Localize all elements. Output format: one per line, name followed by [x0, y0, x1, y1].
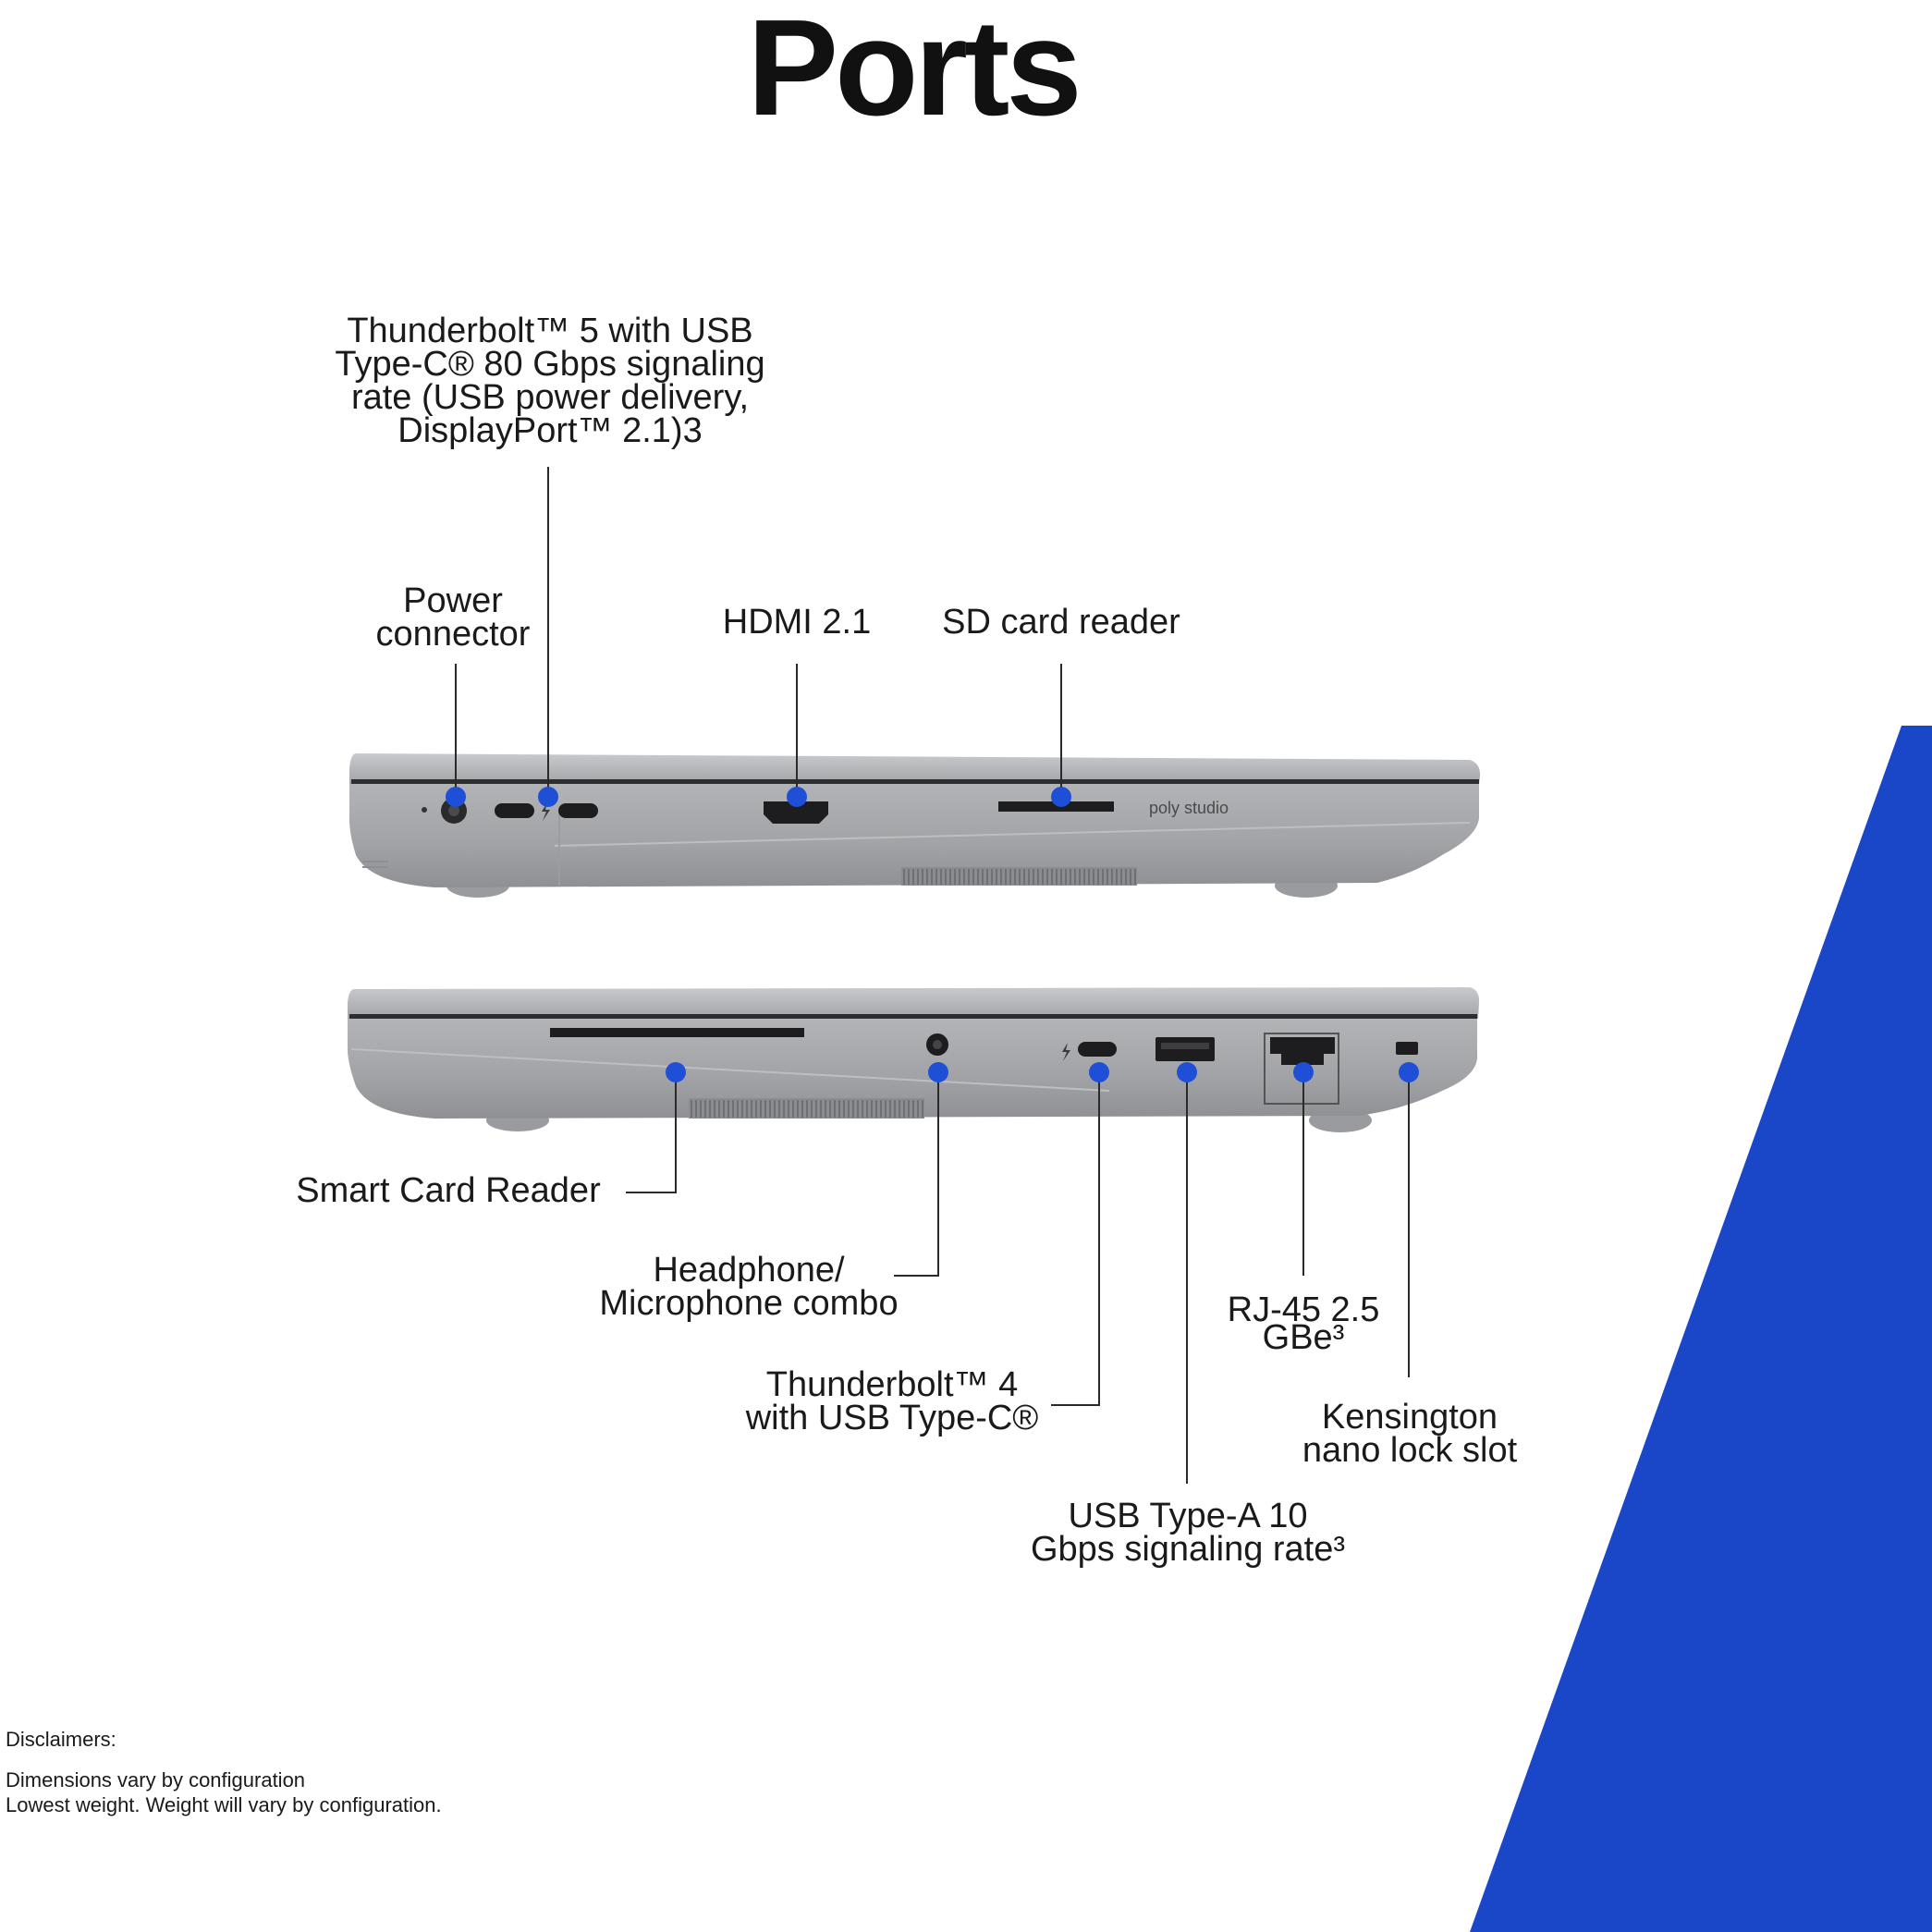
marker-kensington	[1399, 1062, 1419, 1082]
label-smart-card-reader: Smart Card Reader	[296, 1171, 601, 1210]
lid-seam	[351, 779, 1479, 784]
accent-triangle	[1470, 726, 1932, 1932]
vent-grille	[901, 867, 1137, 886]
label-thunderbolt5: Thunderbolt™ 5 with USB Type-C® 80 Gbps …	[335, 312, 765, 450]
leader-line-smart-card	[626, 1072, 677, 1193]
usb-c-port	[558, 803, 598, 818]
power-jack	[448, 805, 459, 816]
thunderbolt-icon	[542, 802, 550, 821]
usb-a-tongue	[1161, 1043, 1209, 1049]
leader-line-thunderbolt4	[1051, 1072, 1100, 1406]
leader-line-headphone	[894, 1072, 939, 1277]
marker-thunderbolt4	[1089, 1062, 1109, 1082]
usb-c-port	[495, 803, 534, 818]
disclaimer-text: Dimensions vary by configuration Lowest …	[6, 1768, 442, 1816]
marker-thunderbolt5	[538, 787, 558, 807]
label-hdmi: HDMI 2.1	[722, 603, 872, 642]
laptop-lid	[348, 987, 1480, 1019]
port-markers	[446, 787, 1419, 1082]
audio-jack	[933, 1040, 942, 1049]
rj45-port	[1270, 1037, 1335, 1065]
thunderbolt-icon	[1062, 1043, 1070, 1061]
usb-c-port	[1078, 1042, 1117, 1057]
vent-grille	[689, 1098, 924, 1119]
power-status-led	[422, 807, 427, 813]
label-headphone-mic: Headphone/ Microphone combo	[599, 1251, 899, 1323]
page-title: Ports	[747, 0, 1082, 144]
label-usb-type-a: USB Type-A 10 Gbps signaling rate³	[1030, 1497, 1346, 1569]
hdmi-port	[764, 801, 828, 824]
smart-card-slot	[550, 1028, 804, 1037]
laptop-base	[348, 778, 1479, 887]
laptop-left-side	[348, 753, 1481, 898]
marker-hdmi	[787, 787, 807, 807]
rj45-frame	[1264, 1033, 1339, 1105]
laptop-lid	[349, 753, 1481, 784]
label-kensington: Kensington nano lock slot	[1302, 1398, 1518, 1470]
label-sd-card-reader: SD card reader	[942, 603, 1180, 642]
kensington-slot	[1396, 1042, 1418, 1055]
leader-lines-bottom	[626, 1072, 1410, 1484]
chassis-edge	[554, 822, 1471, 847]
label-rj45: RJ-45 2.5 GBe³	[1227, 1290, 1380, 1357]
label-thunderbolt4: Thunderbolt™ 4 with USB Type-C®	[745, 1365, 1039, 1437]
chassis-edge	[350, 1048, 1110, 1092]
lid-seam	[349, 1014, 1477, 1019]
marker-headphone	[928, 1062, 948, 1082]
marker-rj45	[1293, 1062, 1314, 1082]
label-power-connector: Power connector	[375, 581, 531, 654]
marker-power	[446, 787, 466, 807]
disclaimer-heading: Disclaimers:	[6, 1728, 116, 1751]
marker-smart-card	[666, 1062, 686, 1082]
marker-sd	[1051, 787, 1071, 807]
leader-lines-top	[455, 467, 1062, 797]
sd-card-slot	[998, 801, 1114, 812]
brand-mark: poly studio	[1149, 799, 1229, 817]
laptop-right-side	[348, 987, 1480, 1132]
marker-usb-a	[1177, 1062, 1197, 1082]
